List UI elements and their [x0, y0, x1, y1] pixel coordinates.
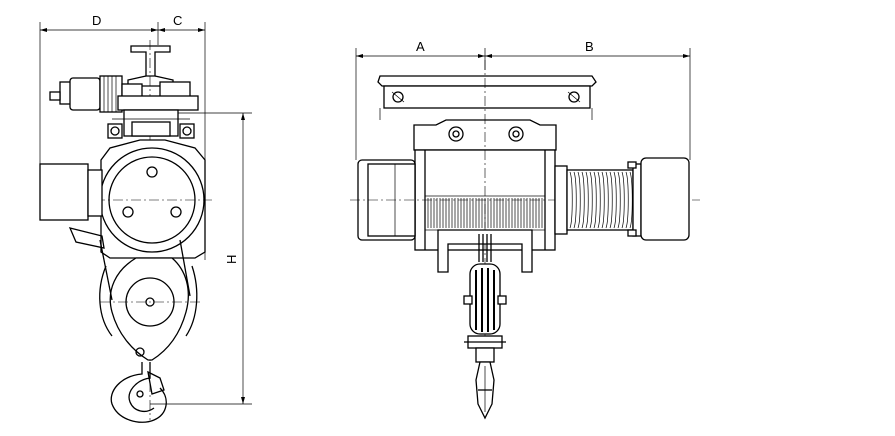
pulley-block: [463, 263, 507, 363]
motor-fin: [581, 171, 585, 229]
dimension-d-label: D: [92, 13, 101, 28]
dimension-h-label: H: [224, 255, 239, 264]
motor-fin: [629, 171, 633, 229]
trolley-frame: [107, 95, 199, 139]
dimension-c-label: C: [173, 13, 182, 28]
motor-fin: [617, 171, 621, 229]
hoist-motor-box: [39, 163, 105, 249]
side-view: D C H: [39, 13, 252, 423]
hoist-ropes: [99, 239, 191, 301]
dimension-a-b: A B: [355, 39, 691, 160]
motor-fin: [585, 171, 589, 229]
motor-fin: [573, 171, 577, 229]
motor-fin: [601, 171, 605, 229]
left-gearbox: [350, 159, 700, 241]
motor-fin: [605, 171, 609, 229]
hoist-housing: [95, 139, 212, 259]
trolley-plate: [377, 75, 597, 120]
motor-fin: [613, 171, 617, 229]
motor-fin: [569, 171, 573, 229]
front-view: A B: [350, 39, 700, 420]
motor-fin: [609, 171, 613, 229]
hoist-motor: [554, 157, 690, 241]
rope-guide: [437, 229, 533, 273]
dimension-b-label: B: [585, 39, 594, 54]
motor-fin: [597, 171, 601, 229]
motor-fin: [593, 171, 597, 229]
dimension-h: H: [150, 112, 252, 405]
motor-fin: [625, 171, 629, 229]
motor-fin: [621, 171, 625, 229]
hook-block: [99, 257, 200, 361]
hook: [110, 362, 167, 423]
motor-fin: [577, 171, 581, 229]
motor-fins: [569, 171, 633, 229]
hook-front: [475, 361, 495, 420]
motor-fin: [589, 171, 593, 229]
drum-grooves: [427, 198, 543, 228]
trolley-motor: [49, 75, 191, 113]
dimension-a-label: A: [416, 39, 425, 54]
